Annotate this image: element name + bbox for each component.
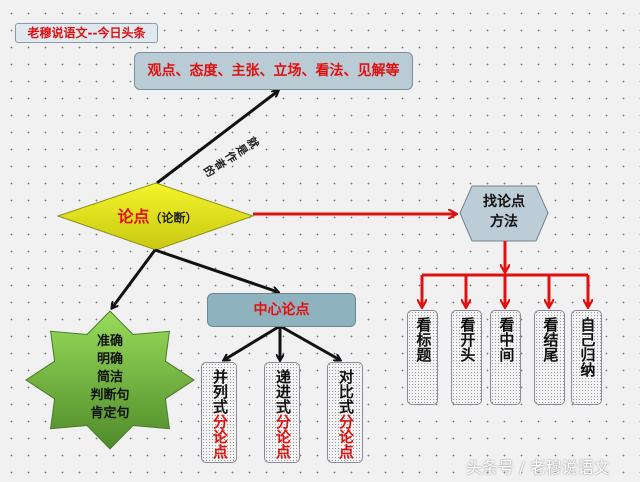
arrow-to-center — [154, 248, 278, 292]
method-box: 看结尾 — [534, 310, 565, 405]
sub-point-box: 对比式分论点 — [327, 362, 363, 463]
method-text: 看开头 — [458, 317, 477, 362]
arrow-sub-3 — [279, 324, 340, 360]
method-text: 看中间 — [497, 317, 516, 362]
thesis-label: 论点（论断） — [100, 203, 215, 227]
method-hexagon — [459, 185, 549, 242]
method-text: 看标题 — [414, 317, 433, 362]
sub-point-suffix: 分论点 — [336, 414, 355, 459]
thesis-sub: （论断） — [149, 211, 198, 225]
sub-point-suffix: 分论点 — [210, 414, 229, 459]
method-box: 看开头 — [451, 310, 482, 405]
method-box: 自己归纳 — [571, 310, 602, 405]
method-text: 看结尾 — [541, 317, 560, 362]
sub-point-type: 对比式 — [336, 369, 355, 414]
method-box: 看中间 — [490, 310, 521, 405]
method-label: 找论点 方法 — [462, 192, 546, 232]
star-line: 明确 — [96, 352, 123, 367]
star-line: 判断句 — [90, 388, 130, 403]
central-thesis-box: 中心论点 — [207, 293, 356, 327]
sub-point-type: 递进式 — [273, 369, 292, 414]
sub-point-box: 递进式分论点 — [264, 362, 300, 463]
arrow-to-viewpoints — [156, 91, 278, 185]
arrow-to-star — [112, 249, 157, 308]
sub-point-type: 并列式 — [210, 369, 229, 414]
watermark: 头条号 / 老穆说语文 — [466, 458, 610, 477]
arrow-sub-1 — [224, 324, 281, 360]
requirements-star — [25, 310, 195, 450]
thesis-main: 论点 — [117, 207, 150, 226]
star-line: 简洁 — [96, 370, 123, 385]
method-line-2: 方法 — [490, 214, 518, 230]
sub-point-suffix: 分论点 — [273, 414, 292, 459]
sub-point-box: 并列式分论点 — [201, 362, 237, 463]
method-text: 自己归纳 — [578, 317, 597, 377]
thesis-diamond — [56, 182, 255, 251]
method-arrows — [422, 275, 588, 307]
star-text: 准确 明确 简洁 判断句 肯定句 — [70, 333, 150, 423]
star-line: 肯定句 — [90, 406, 130, 421]
method-box: 看标题 — [407, 310, 438, 405]
title-tag: 老穆说语文--今日头条 — [15, 23, 158, 43]
method-line-1: 找论点 — [483, 194, 525, 210]
star-line: 准确 — [96, 334, 123, 349]
viewpoints-box: 观点、态度、主张、立场、看法、见解等 — [134, 52, 413, 90]
